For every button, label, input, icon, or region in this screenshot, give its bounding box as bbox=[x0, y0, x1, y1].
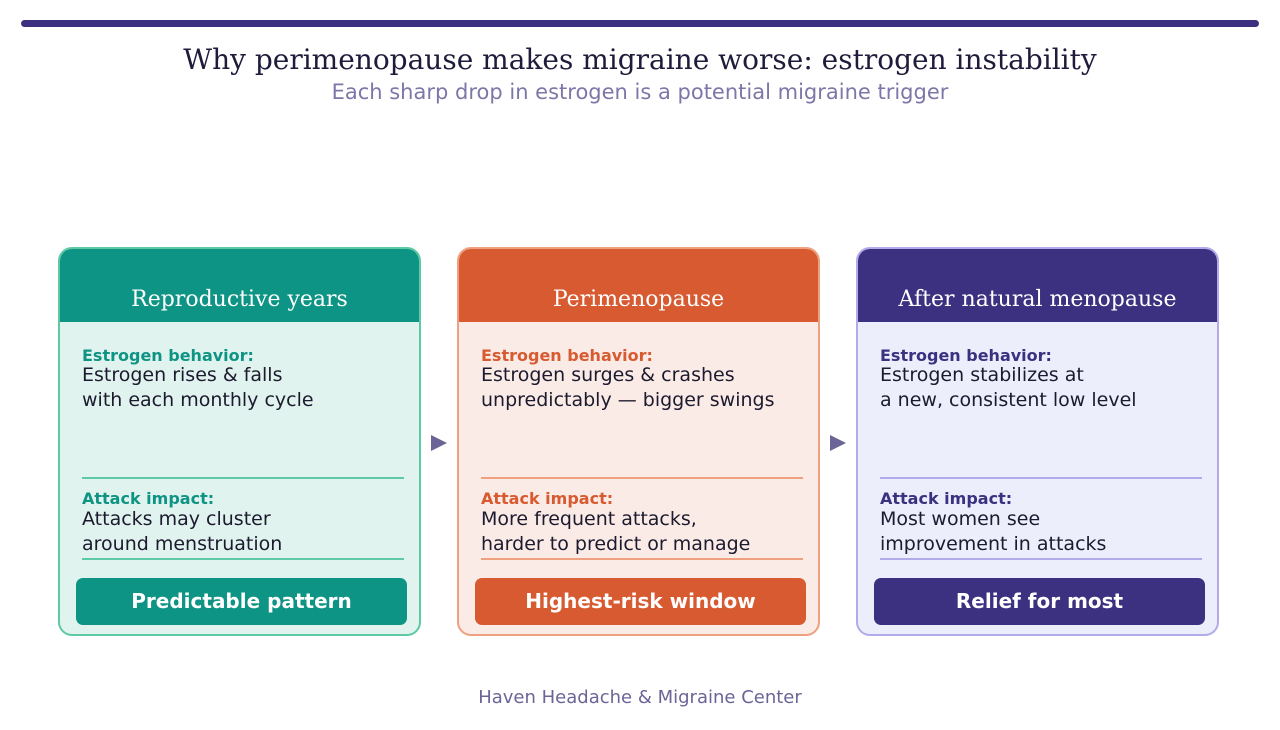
attack-impact-label: Attack impact: bbox=[82, 489, 215, 508]
attack-impact-text: Attacks may cluster around menstruation bbox=[82, 508, 283, 555]
card-title: Reproductive years bbox=[131, 287, 348, 312]
attack-impact-label: Attack impact: bbox=[880, 489, 1013, 508]
estrogen-behavior-label: Estrogen behavior: bbox=[481, 346, 653, 365]
stage-badge: Highest-risk window bbox=[475, 578, 806, 625]
card-header: After natural menopause bbox=[858, 249, 1217, 322]
card-header: Perimenopause bbox=[459, 249, 818, 322]
estrogen-behavior-label: Estrogen behavior: bbox=[82, 346, 254, 365]
card-header: Reproductive years bbox=[60, 249, 419, 322]
stage-card-perimenopause: Perimenopause Estrogen behavior: Estroge… bbox=[457, 247, 820, 636]
stage-badge: Predictable pattern bbox=[76, 578, 407, 625]
estrogen-behavior-label: Estrogen behavior: bbox=[880, 346, 1052, 365]
stage-card-after-menopause: After natural menopause Estrogen behavio… bbox=[856, 247, 1219, 636]
section-divider bbox=[82, 558, 404, 560]
stage-badge: Relief for most bbox=[874, 578, 1205, 625]
arrow-right-icon bbox=[830, 435, 846, 451]
arrow-right-icon bbox=[431, 435, 447, 451]
estrogen-behavior-text: Estrogen stabilizes at a new, consistent… bbox=[880, 364, 1137, 411]
section-divider bbox=[481, 558, 803, 560]
section-divider bbox=[880, 558, 1202, 560]
footer-attribution: Haven Headache & Migraine Center bbox=[478, 687, 802, 708]
page-subtitle: Each sharp drop in estrogen is a potenti… bbox=[331, 80, 949, 104]
section-divider bbox=[481, 477, 803, 479]
attack-impact-text: More frequent attacks, harder to predict… bbox=[481, 508, 751, 555]
section-divider bbox=[880, 477, 1202, 479]
card-title: Perimenopause bbox=[552, 287, 725, 312]
stage-card-reproductive-years: Reproductive years Estrogen behavior: Es… bbox=[58, 247, 421, 636]
attack-impact-text: Most women see improvement in attacks bbox=[880, 508, 1107, 555]
page-title: Why perimenopause makes migraine worse: … bbox=[183, 43, 1097, 76]
estrogen-behavior-text: Estrogen surges & crashes unpredictably … bbox=[481, 364, 775, 411]
card-title: After natural menopause bbox=[898, 287, 1177, 312]
section-divider bbox=[82, 477, 404, 479]
attack-impact-label: Attack impact: bbox=[481, 489, 614, 508]
top-accent-bar bbox=[21, 20, 1259, 27]
estrogen-behavior-text: Estrogen rises & falls with each monthly… bbox=[82, 364, 314, 411]
